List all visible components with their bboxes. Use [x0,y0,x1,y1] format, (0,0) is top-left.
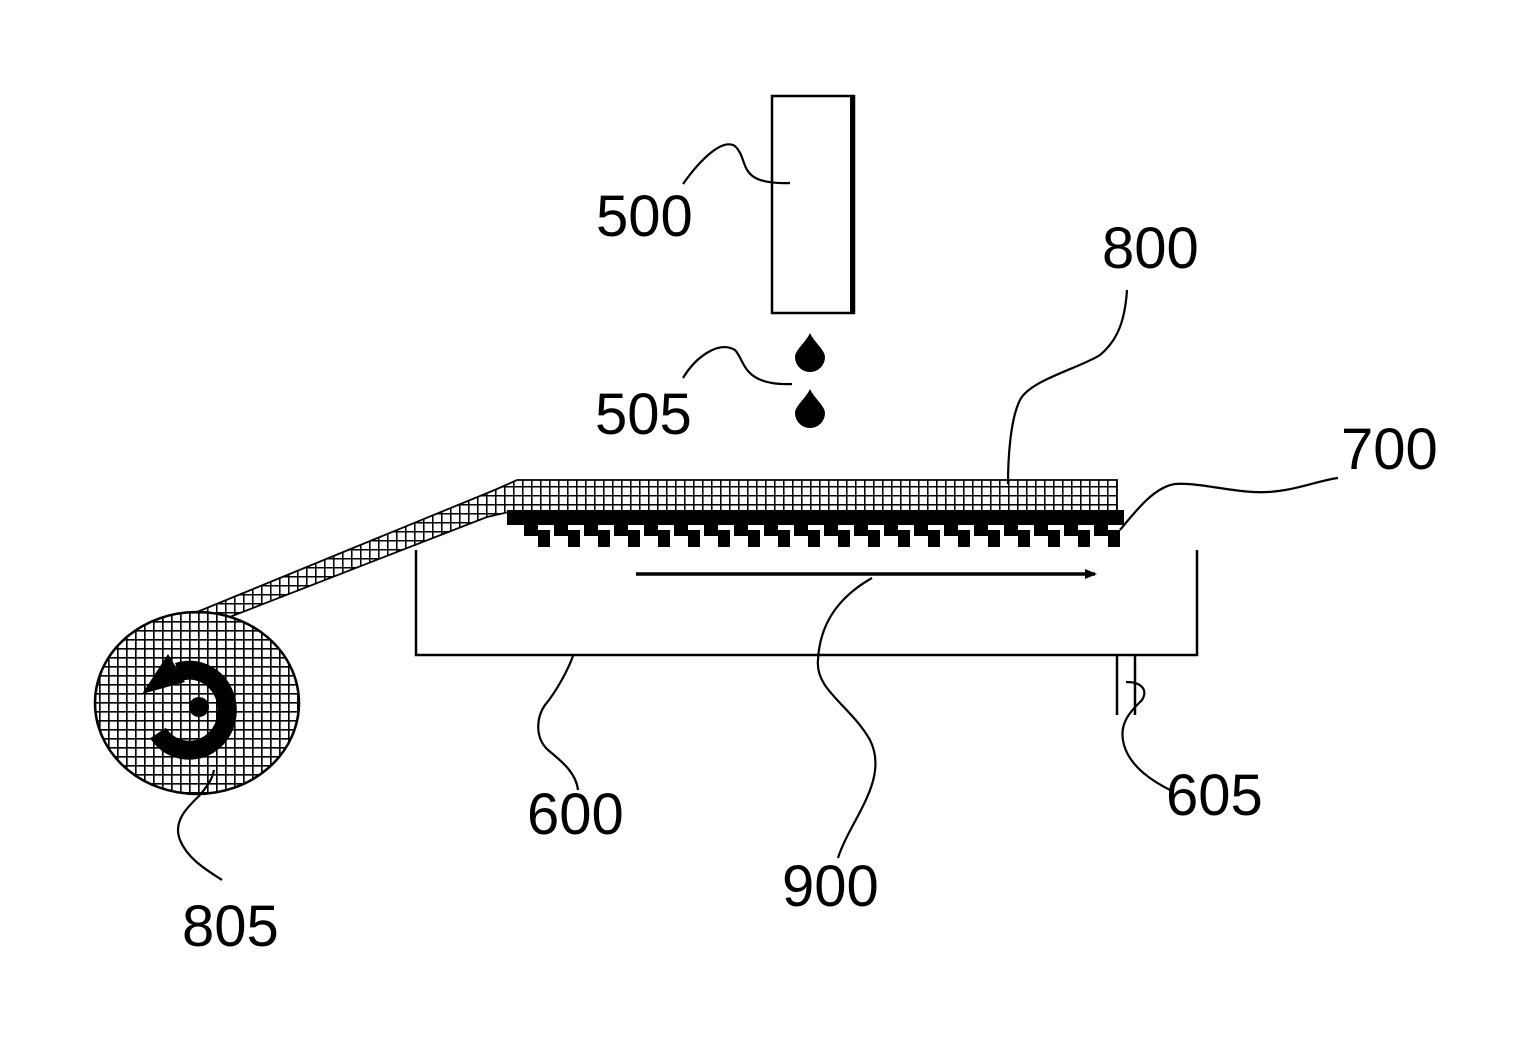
label-600: 600 [527,782,624,847]
plate-tooth-step [898,530,910,547]
leader-605 [1122,682,1170,790]
leader-600 [538,656,578,790]
drain-pipe [1117,655,1135,715]
plate-tooth [614,524,628,536]
label-805: 805 [182,894,279,959]
plate-tooth-step [1048,530,1060,547]
roll-axle [189,697,209,717]
leader-505 [683,347,792,384]
plate-tooth [1094,524,1108,536]
plate-tooth-step [598,530,610,547]
plate-tooth-step [688,530,700,547]
heated-plate [507,510,1124,547]
ink-droplets [795,333,825,428]
droplet-upper [795,333,825,372]
leader-800 [1008,290,1127,484]
plate-tooth-step [1108,530,1120,547]
plate-tooth [914,524,928,536]
plate-tooth-step [718,530,730,547]
plate-tooth [824,524,838,536]
label-800: 800 [1102,216,1199,281]
label-505: 505 [595,382,692,447]
plate-tooth [1034,524,1048,536]
plate-tooth [1004,524,1018,536]
plate-tooth-step [748,530,760,547]
plate-tooth-step [988,530,1000,547]
plate-tooth-step [808,530,820,547]
leader-900 [818,578,876,858]
plate-tooth-step [1018,530,1030,547]
plate-tooth-step [838,530,850,547]
leader-700 [1120,478,1338,530]
plate-tooth-step [778,530,790,547]
plate-tooth [974,524,988,536]
plate-tooth [1064,524,1078,536]
label-500: 500 [596,184,693,249]
plate-tooth [554,524,568,536]
print-head [772,96,854,313]
label-700: 700 [1341,417,1438,482]
plate-tooth-step [628,530,640,547]
plate-tooth [794,524,808,536]
plate-tooth-step [958,530,970,547]
plate-tooth [734,524,748,536]
plate-tooth [764,524,778,536]
plate-tooth [644,524,658,536]
label-605: 605 [1166,763,1263,828]
plate-tooth-step [868,530,880,547]
plate-tooth [524,524,538,536]
web-layer [197,480,1117,620]
supply-roll [95,612,299,794]
plate-tooth [584,524,598,536]
plate-tooth-step [658,530,670,547]
plate-tooth [944,524,958,536]
plate-tooth-step [568,530,580,547]
plate-tooth-step [1078,530,1090,547]
plate-tooth [884,524,898,536]
plate-tooth-step [928,530,940,547]
label-900: 900 [782,854,879,919]
plate-tooth [854,524,868,536]
plate-tooth-step [538,530,550,547]
plate-tooth [704,524,718,536]
plate-tooth [674,524,688,536]
droplet-lower [795,389,825,428]
tray [416,550,1197,655]
